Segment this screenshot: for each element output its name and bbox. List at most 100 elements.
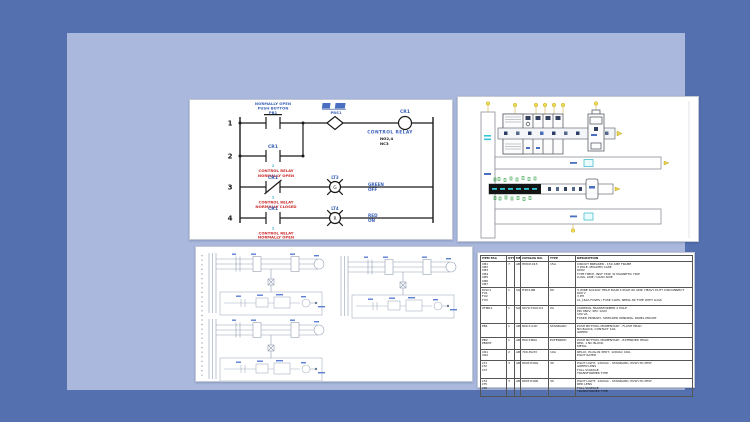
lt4-state: ON bbox=[368, 218, 376, 223]
rung3-xref: 1 bbox=[272, 196, 275, 200]
content-area: 1 2 3 4 bbox=[67, 33, 699, 398]
bom-cell: 60 bbox=[548, 287, 576, 307]
rung3-contact-tag: CR1 bbox=[268, 175, 278, 181]
vertical-wire-duct bbox=[480, 111, 496, 239]
bom-cell: 15A bbox=[548, 260, 576, 289]
rung-number: 1 bbox=[228, 120, 233, 128]
bom-cell: CB1 CB2 CB3 CB4 CB5 CB6 CB7 bbox=[480, 260, 507, 289]
rung2-note: CONTROL RELAY bbox=[259, 168, 294, 173]
bom-table: ITEM TAGQTYMFRCATALOG NO.TYPEDESCRIPTION… bbox=[480, 255, 693, 398]
layout-drawing bbox=[480, 101, 690, 239]
bom-cell: RELAY, PLUG-IN 3PDT, 120VAC COIL PILOT R… bbox=[575, 349, 693, 362]
lt4-lens-letter: R bbox=[333, 216, 336, 222]
plug-device bbox=[585, 178, 599, 200]
rung-4 bbox=[240, 209, 433, 227]
cr1-contact-xref: NO2,4 bbox=[380, 136, 393, 141]
bom-cell: 3 bbox=[506, 378, 515, 398]
arrow-marker-icon bbox=[616, 130, 623, 137]
rung4-xref: 1 bbox=[272, 227, 275, 231]
motor-circuit-3 bbox=[340, 255, 458, 319]
rung-3 bbox=[240, 178, 433, 196]
panel-ladder-diagram: 1 2 3 4 bbox=[189, 99, 453, 240]
arrow-marker-icon bbox=[663, 160, 670, 166]
bom-cell: CR1 CR2 bbox=[480, 349, 507, 362]
rung2-note: NORMALLY OPEN bbox=[258, 173, 294, 178]
bom-cell: VA bbox=[548, 305, 576, 325]
junction-dots bbox=[238, 121, 305, 158]
panel-bill-of-materials: ITEM TAGQTYMFRCATALOG NO.TYPEDESCRIPTION… bbox=[477, 252, 695, 398]
rung-2 bbox=[240, 150, 303, 162]
terminal-green-labels bbox=[493, 176, 537, 201]
bom-cell: 1 bbox=[506, 323, 515, 339]
bom-cell: 7 bbox=[506, 260, 515, 289]
rung-numbers: 1 2 3 4 bbox=[228, 120, 233, 223]
lt3-state: GREEN bbox=[368, 182, 384, 187]
rung-number: 3 bbox=[228, 184, 233, 192]
pb1-label-line: PUSH BUTTON bbox=[258, 105, 289, 110]
balloon-marker-icon bbox=[570, 224, 576, 233]
bom-cell: PILOT LIGHT, 120VAC - STANDARD, PUSH-TO-… bbox=[575, 378, 693, 398]
bom-cell: 9070-T100-D1 bbox=[520, 305, 549, 325]
nc-contact-icon bbox=[264, 179, 282, 195]
power-rails bbox=[239, 117, 434, 223]
pushbutton-icon bbox=[264, 114, 282, 129]
rung-1 bbox=[240, 114, 433, 156]
bom-cell: 2 bbox=[506, 349, 515, 362]
bom-cell: 1 bbox=[506, 305, 515, 325]
balloon-marker-icon bbox=[485, 101, 599, 114]
device-mark bbox=[594, 127, 598, 131]
horizontal-wire-duct-1 bbox=[494, 156, 662, 170]
bom-cell: CIRCUIT BREAKER - 150 AMP FRAME 3 POLE, … bbox=[575, 260, 693, 289]
bom-cell: PUSH BUTTON, MOMENTARY - FLUSH HEAD NO B… bbox=[575, 323, 693, 339]
bom-cell: CONTROL TRANSFORMER 2 POLE PRI 480V, SEC… bbox=[575, 305, 693, 325]
bom-cell: PB2 PBRST bbox=[480, 337, 507, 351]
bom-cell: LT4 LT5 LT6 bbox=[480, 378, 507, 398]
bom-cell: HMCP-015 bbox=[520, 260, 549, 289]
bom-cell: 30 bbox=[548, 378, 576, 398]
bom-cell: 1 bbox=[506, 287, 515, 307]
panel-layout-drawing bbox=[457, 96, 699, 242]
cr1-coil-name: CONTROL RELAY bbox=[367, 130, 413, 136]
bom-cell: 700-HA33 bbox=[520, 349, 549, 362]
terminal-strip-row bbox=[488, 176, 614, 201]
rung4-contact-tag: CR1 bbox=[268, 206, 278, 212]
prs1-label: PRS1 bbox=[330, 110, 341, 115]
bom-cell: 3 bbox=[506, 360, 515, 380]
lt4-state: RED bbox=[368, 213, 378, 218]
cr1-coil-tag: CR1 bbox=[400, 109, 410, 115]
bom-cell: 800T-P16R bbox=[520, 378, 549, 398]
relay-coil-icon bbox=[397, 115, 413, 131]
bom-cell: PILOT LIGHT, 120VAC - STANDARD, PUSH-TO-… bbox=[575, 360, 693, 380]
terminal-strip-icon bbox=[489, 184, 541, 194]
pb1-label-line: PB1 bbox=[269, 110, 278, 115]
motor-circuit-1 bbox=[208, 252, 326, 316]
bom-cell: PUSH BUTTON, MOMENTARY - EXTENDED HEAD R… bbox=[575, 337, 693, 351]
bom-cell: EXTENDED bbox=[548, 337, 576, 351]
bom-cell: 3 WIRE SOLIDLY HELD MAIN 3 POLE 60 AMP, … bbox=[575, 287, 693, 307]
bom-cell: H363-RB bbox=[520, 287, 549, 307]
wiring-schematic-drawing bbox=[201, 252, 458, 381]
lt3-state: OFF bbox=[368, 187, 377, 192]
bom-cell: PB1 bbox=[480, 323, 507, 339]
bom-cell: 30 bbox=[548, 360, 576, 380]
device-mark bbox=[589, 186, 595, 189]
pilot-light-icon bbox=[326, 209, 344, 227]
din-rail-strip bbox=[497, 127, 616, 140]
rung3-note: NORMALLY CLOSED bbox=[255, 204, 296, 209]
bom-cell: XFMR1 bbox=[480, 305, 507, 325]
pb1-label: NORMALLY OPEN PUSH BUTTON PB1 bbox=[255, 101, 291, 115]
rung2-contact-tag: CR1 bbox=[268, 144, 278, 150]
bom-cell: 1 bbox=[506, 337, 515, 351]
lt3-lens-letter: G bbox=[333, 185, 337, 191]
motor-circuit-2 bbox=[208, 318, 326, 381]
bom-cell: 800-T-A1D bbox=[520, 323, 549, 339]
